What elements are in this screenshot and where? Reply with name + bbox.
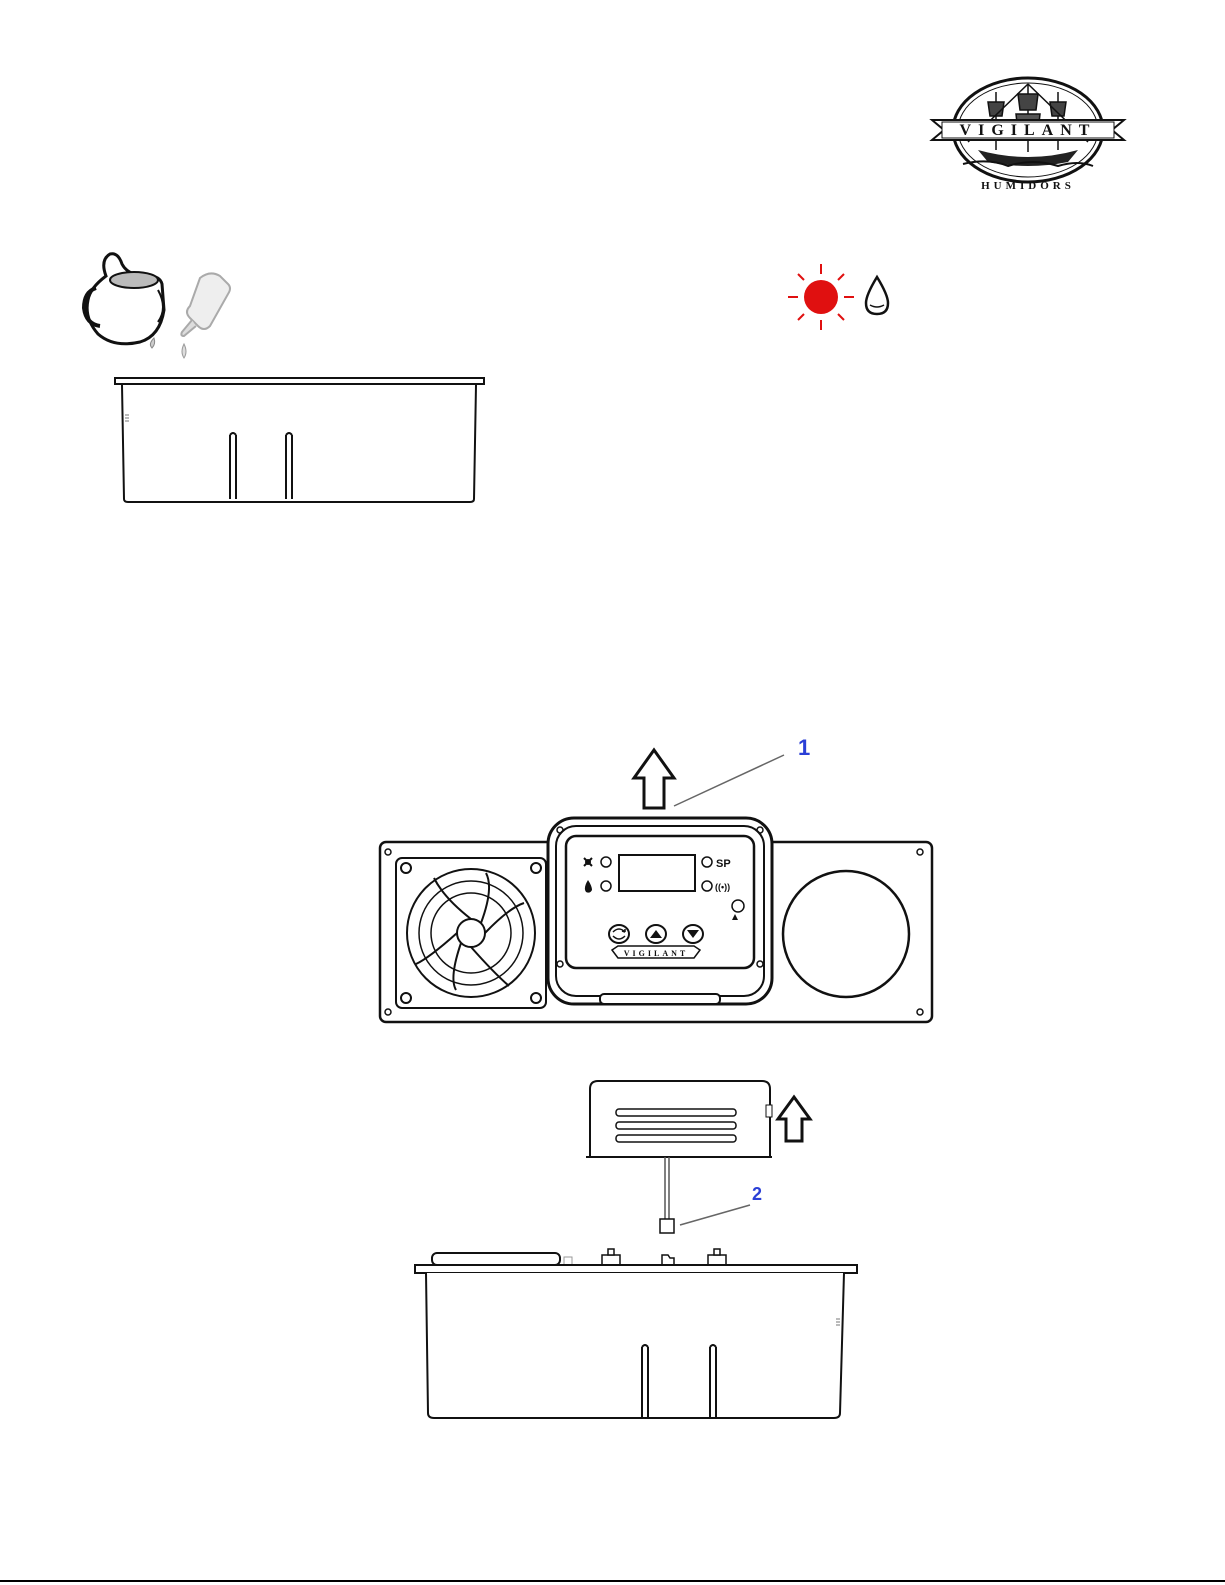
water-pitcher-icon bbox=[84, 254, 164, 348]
lift-up-arrow-icon bbox=[778, 1097, 810, 1141]
round-vent-icon bbox=[783, 871, 909, 997]
up-button bbox=[646, 925, 666, 943]
callout-number-2: 2 bbox=[752, 1184, 762, 1204]
control-panel-figure: 1 bbox=[374, 728, 939, 1030]
humidifier-tray-figure: 2 bbox=[412, 1075, 862, 1430]
alert-button bbox=[732, 900, 744, 912]
pour-water-illustration bbox=[78, 248, 248, 363]
logo-brand-word: VIGILANT bbox=[960, 122, 1097, 139]
fan-indicator-icon bbox=[584, 858, 592, 866]
water-drop-icon bbox=[862, 275, 892, 317]
controller-brand-plate: VIGILANT bbox=[624, 949, 688, 958]
controller-module: SP ((•)) VIGILANT bbox=[548, 818, 772, 1004]
alarm-led bbox=[702, 881, 712, 891]
mode-button bbox=[609, 925, 629, 943]
vigilant-logo: VIGILANT HUMIDORS bbox=[928, 72, 1128, 197]
lift-up-arrow-icon bbox=[634, 750, 674, 808]
footer-rule bbox=[0, 1580, 1225, 1582]
squeeze-bottle-icon bbox=[181, 273, 230, 358]
setpoint-led bbox=[702, 857, 712, 867]
fan-led bbox=[601, 857, 611, 867]
water-tray-icon bbox=[112, 375, 487, 507]
tray-body bbox=[426, 1273, 844, 1418]
fan-grille-icon bbox=[396, 858, 546, 1008]
humidity-led bbox=[601, 881, 611, 891]
alarm-label: ((•)) bbox=[715, 882, 730, 892]
down-button bbox=[683, 925, 703, 943]
setpoint-label: SP bbox=[716, 858, 731, 870]
red-led-icon bbox=[786, 262, 856, 332]
lcd-display bbox=[619, 855, 695, 891]
tray-lid bbox=[415, 1265, 857, 1273]
logo-sub-word: HUMIDORS bbox=[981, 180, 1075, 192]
humidifier-module bbox=[586, 1081, 772, 1157]
callout-number-1: 1 bbox=[798, 735, 810, 760]
connector-plug-icon bbox=[660, 1219, 674, 1233]
